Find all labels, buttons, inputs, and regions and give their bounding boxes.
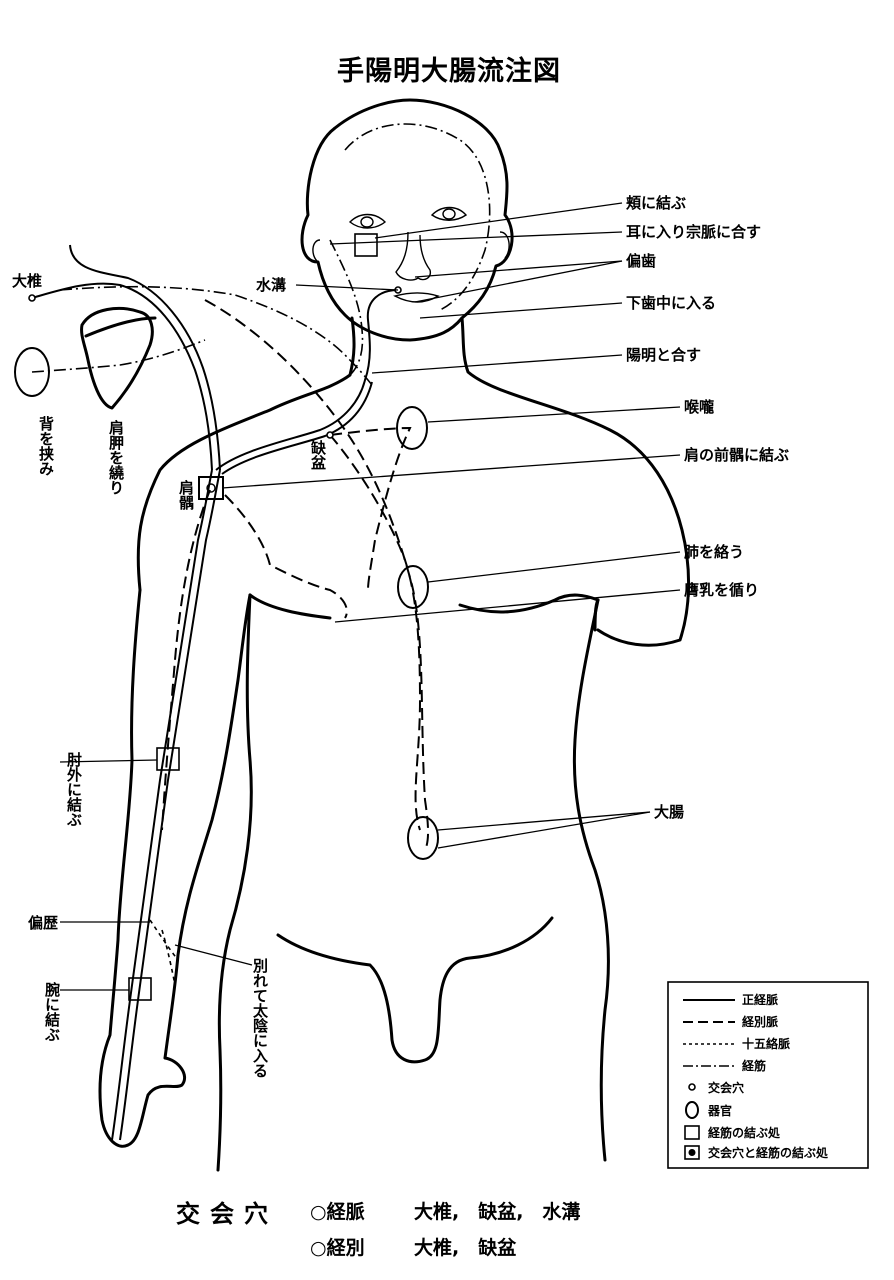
label-yangming: 陽明と合す (626, 346, 701, 364)
label-back: 背を挟み (37, 415, 55, 476)
label-elbow: 肘外に結ぶ (65, 752, 83, 827)
footer-heading: 交会穴 (176, 1200, 278, 1228)
throat-oval (397, 407, 427, 449)
label-wrist: 腕に結ぶ (43, 981, 61, 1042)
cheek-square (355, 234, 377, 256)
legend-label-dashdot: 経筋 (742, 1058, 766, 1073)
label-pianli: 偏歴 (28, 914, 58, 932)
organ-oval-back (15, 348, 49, 396)
label-chest: 膺乳を循り (684, 581, 759, 599)
label-shoulder-front: 肩の前髃に結ぶ (684, 446, 789, 464)
legend: 正経脈 経別脈 十五絡脈 経筋 交会穴 器官 経筋の結ぶ処 交会穴と経筋の結ぶ処 (668, 982, 868, 1168)
legend-square-circle-dot (689, 1149, 696, 1156)
legend-label-square-circle: 交会穴と経筋の結ぶ処 (708, 1145, 829, 1160)
label-teeth-side: 偏歯 (626, 252, 656, 270)
markers (15, 234, 438, 1000)
label-dazhui: 大椎 (12, 272, 42, 290)
labels-right: 頬に結ぶ 耳に入り宗脈に合す 偏歯 下歯中に入る 陽明と合す 喉嚨 肩の前髃に結… (626, 194, 789, 821)
footer-row1-label: ○経脈 (310, 1200, 365, 1223)
body-outline (82, 100, 689, 1170)
label-jianyu: 肩髃 (177, 479, 195, 511)
legend-label-square: 経筋の結ぶ処 (708, 1125, 781, 1140)
legend-label-oval: 器官 (707, 1103, 732, 1118)
legend-label-point: 交会穴 (708, 1080, 744, 1095)
label-quepen: 缺盆 (309, 439, 327, 470)
footer: 交会穴 ○経脈 大椎, 缺盆, 水溝 ○経別 大椎, 缺盆 (176, 1200, 580, 1259)
footer-row1-values: 大椎, 缺盆, 水溝 (414, 1200, 580, 1223)
label-large-intestine: 大腸 (654, 803, 684, 821)
label-shuigou: 水溝 (256, 276, 286, 294)
label-lung: 肺を絡う (684, 543, 744, 561)
legend-label-dash: 経別脈 (742, 1014, 778, 1029)
elbow-square (157, 748, 179, 770)
legend-point-swatch (689, 1084, 695, 1090)
label-throat: 喉嚨 (684, 398, 714, 416)
quepen-point (327, 432, 333, 438)
legend-label-solid: 正経脈 (742, 992, 778, 1007)
label-diverge: 別れて太陰に入る (251, 958, 269, 1078)
dazhui-point (29, 295, 35, 301)
footer-row2-values: 大椎, 缺盆 (414, 1236, 517, 1259)
label-scapula: 肩胛を繞り (107, 419, 125, 495)
legend-box (668, 982, 868, 1168)
footer-row2-label: ○経別 (310, 1236, 365, 1259)
label-lower-teeth: 下歯中に入る (626, 294, 716, 312)
large-intestine-oval (408, 817, 438, 859)
legend-label-dot: 十五絡脈 (742, 1036, 790, 1051)
diagram-title: 手陽明大腸流注図 (337, 55, 561, 87)
label-ear: 耳に入り宗脈に合す (626, 223, 761, 241)
label-cheek: 頬に結ぶ (626, 194, 686, 212)
labels-left: 大椎 水溝 缺盆 肩髃 背を挟み 肩胛を繞り 肘外に結ぶ 偏歴 腕に結ぶ 別れて… (12, 272, 327, 1078)
